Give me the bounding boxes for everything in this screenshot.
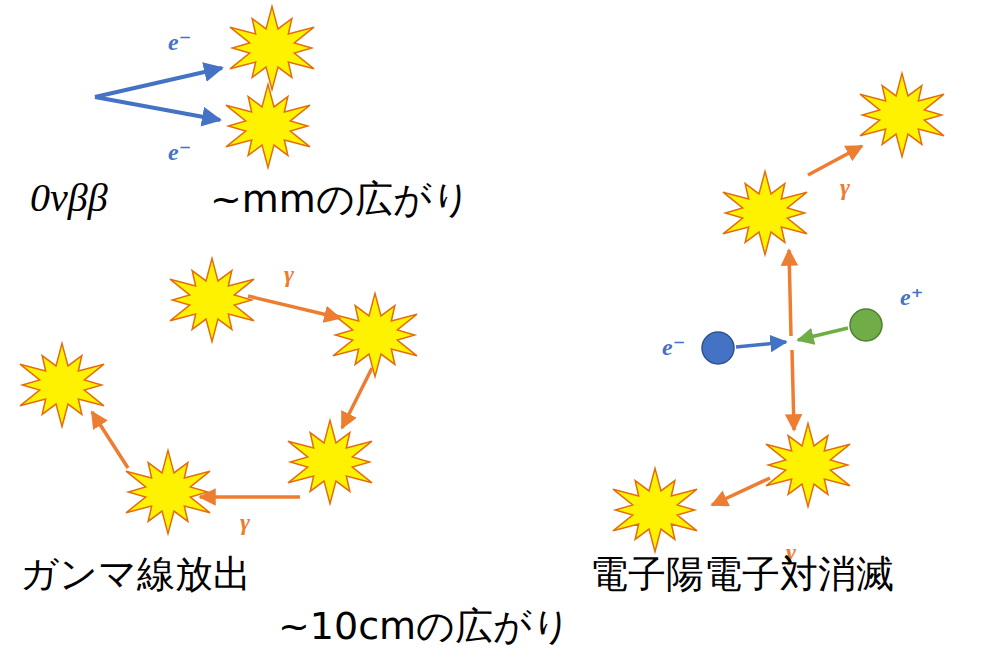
starburst [170,258,254,341]
positron-dot [850,309,882,341]
particle-label: e⁻ [662,335,685,359]
electron-arrow [95,97,220,120]
starburst [126,450,210,533]
starburst [333,293,417,376]
particle-label: e⁻ [168,30,191,54]
particle-label: e⁻ [168,140,191,164]
particle-label: γ [240,510,250,534]
gamma-arrow [808,146,862,175]
gamma-arrow [200,495,300,499]
caption-text: 電子陽電子対消滅 [590,555,894,593]
gamma-arrow [92,412,128,468]
gamma-arrow [789,250,791,336]
gamma-arrow [342,368,372,428]
caption-text: ~mmの広がり [210,180,471,218]
starburst [226,84,310,167]
electron-arrow [95,68,222,97]
starburst [860,73,944,156]
gamma-arrow [712,478,770,505]
particle-label: γ [284,262,294,286]
electron-arrow [736,342,786,347]
particle-label: γ [840,175,850,199]
starburst [723,171,807,254]
starburst [766,423,850,506]
electron-dot [702,332,734,364]
caption-text: ~10cmの広がり [278,607,571,645]
starburst [230,6,314,89]
particle-label: e⁺ [900,285,923,309]
gamma-arrow [792,350,794,430]
process-symbol: 0νββ [30,178,108,218]
starburst [613,468,697,551]
caption-text: ガンマ線放出 [20,555,251,593]
gamma-arrow [248,296,340,318]
positron-arrow [798,328,848,340]
starburst [288,420,372,503]
